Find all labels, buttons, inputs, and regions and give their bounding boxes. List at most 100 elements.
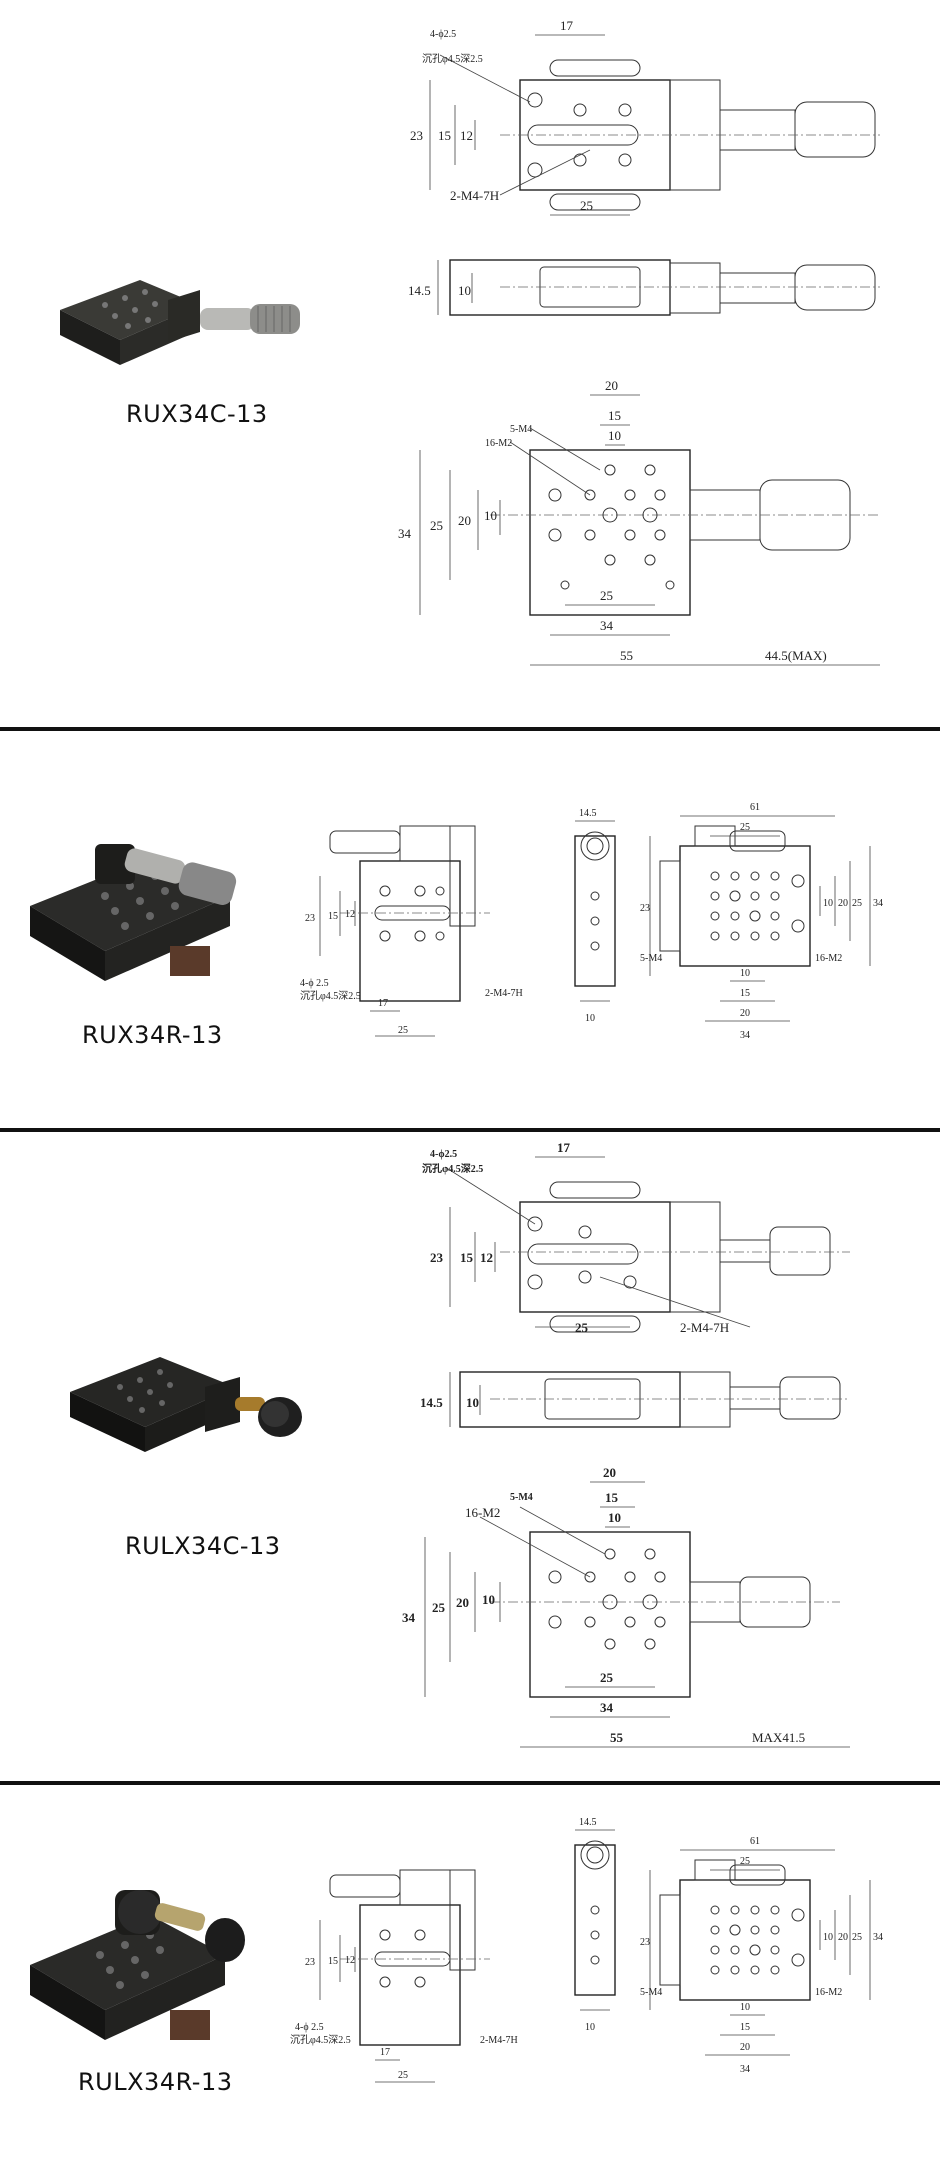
top-view-drawing-rulx34r: 23 15 12 4-ϕ 2.5 沉孔φ4.5深2.5 17 2-M4-7H 2… xyxy=(290,1869,518,2083)
svg-text:20: 20 xyxy=(456,1595,469,1610)
bottom-view-drawing-rulx34c: 20 5-M4 15 16-M2 10 34 25 20 10 25 34 55… xyxy=(402,1465,850,1748)
svg-text:沉孔φ4.5深2.5: 沉孔φ4.5深2.5 xyxy=(422,52,483,65)
svg-text:34: 34 xyxy=(740,2064,750,2075)
svg-text:10: 10 xyxy=(585,1013,595,1024)
svg-text:10: 10 xyxy=(740,968,750,979)
svg-text:25: 25 xyxy=(740,822,750,833)
side-view-drawing-rux34r: 14.5 10 xyxy=(574,808,616,1024)
svg-text:2-M4-7H: 2-M4-7H xyxy=(450,188,499,203)
svg-text:44.5(MAX): 44.5(MAX) xyxy=(765,648,827,663)
svg-text:25: 25 xyxy=(740,1856,750,1867)
svg-text:16-M2: 16-M2 xyxy=(815,1987,842,1998)
svg-text:17: 17 xyxy=(380,2047,390,2058)
svg-text:15: 15 xyxy=(740,988,750,999)
svg-text:10: 10 xyxy=(608,1510,621,1525)
svg-text:5-M4: 5-M4 xyxy=(510,1492,533,1503)
svg-text:61: 61 xyxy=(750,802,760,813)
svg-text:34: 34 xyxy=(873,898,883,909)
model-label-rulx34r: RULX34R-13 xyxy=(78,2068,233,2096)
svg-text:12: 12 xyxy=(345,909,355,920)
svg-text:10: 10 xyxy=(466,1395,479,1410)
svg-text:沉孔φ4.5深2.5: 沉孔φ4.5深2.5 xyxy=(290,2033,351,2046)
svg-text:34: 34 xyxy=(873,1932,883,1943)
side-view-drawing-rulx34r: 14.5 10 xyxy=(574,1817,616,2033)
model-label-rux34r: RUX34R-13 xyxy=(82,1021,223,1049)
svg-text:25: 25 xyxy=(575,1320,589,1335)
top-view-drawing-rux34r: 23 15 12 4-ϕ 2.5 沉孔φ4.5深2.5 17 2-M4-7H 2… xyxy=(300,825,523,1037)
svg-text:2-M4-7H: 2-M4-7H xyxy=(680,1320,729,1335)
svg-text:20: 20 xyxy=(838,898,848,909)
svg-text:20: 20 xyxy=(838,1932,848,1943)
svg-text:20: 20 xyxy=(740,1008,750,1019)
svg-text:16-M2: 16-M2 xyxy=(485,438,512,449)
side-view-drawing-rulx34c: 14.5 10 xyxy=(420,1371,850,1428)
svg-text:15: 15 xyxy=(740,2022,750,2033)
svg-text:MAX41.5: MAX41.5 xyxy=(752,1730,805,1745)
svg-text:10: 10 xyxy=(482,1592,495,1607)
top-view-drawing-rux34c: 17 4-ϕ2.5 沉孔φ4.5深2.5 23 15 12 2-M4-7H 25 xyxy=(410,18,880,216)
svg-text:沉孔φ4.5深2.5: 沉孔φ4.5深2.5 xyxy=(422,1162,483,1175)
product-photo-rux34c xyxy=(60,280,300,365)
section-rux34r: RUX34R-13 23 15 12 4-ϕ 2.5 沉孔φ4.5深2.5 17… xyxy=(0,731,940,1129)
svg-text:20: 20 xyxy=(603,1465,616,1480)
svg-text:25: 25 xyxy=(600,588,613,603)
side-view-drawing-rux34c: 14.5 10 xyxy=(408,259,880,316)
svg-text:23: 23 xyxy=(640,1937,650,1948)
product-photo-rulx34c xyxy=(70,1357,302,1452)
svg-text:10: 10 xyxy=(458,283,471,298)
svg-text:14.5: 14.5 xyxy=(579,1817,597,1828)
svg-text:23: 23 xyxy=(640,903,650,914)
svg-text:34: 34 xyxy=(398,526,412,541)
svg-text:25: 25 xyxy=(398,1025,408,1036)
svg-text:10: 10 xyxy=(740,2002,750,2013)
svg-text:15: 15 xyxy=(608,408,621,423)
svg-text:25: 25 xyxy=(852,1932,862,1943)
svg-text:2-M4-7H: 2-M4-7H xyxy=(480,2035,518,2046)
svg-text:34: 34 xyxy=(402,1610,416,1625)
svg-text:12: 12 xyxy=(345,1955,355,1966)
section-rulx34r: RULX34R-13 23 15 12 4-ϕ 2.5 沉孔φ4.5深2.5 1… xyxy=(0,1785,940,2181)
svg-text:34: 34 xyxy=(740,1030,750,1041)
svg-text:55: 55 xyxy=(610,1730,624,1745)
svg-text:12: 12 xyxy=(480,1250,493,1265)
svg-text:10: 10 xyxy=(608,428,621,443)
svg-text:10: 10 xyxy=(823,1932,833,1943)
svg-text:25: 25 xyxy=(600,1670,614,1685)
svg-text:17: 17 xyxy=(378,998,388,1009)
svg-text:25: 25 xyxy=(398,2070,408,2081)
svg-text:15: 15 xyxy=(460,1250,474,1265)
svg-text:25: 25 xyxy=(432,1600,446,1615)
svg-text:4-ϕ2.5: 4-ϕ2.5 xyxy=(430,29,456,40)
svg-text:14.5: 14.5 xyxy=(420,1395,443,1410)
product-photo-rux34r xyxy=(30,844,237,981)
svg-text:5-M4: 5-M4 xyxy=(510,424,532,435)
svg-text:23: 23 xyxy=(305,1957,315,1968)
svg-text:55: 55 xyxy=(620,648,633,663)
section-divider xyxy=(0,727,940,731)
svg-text:4-ϕ2.5: 4-ϕ2.5 xyxy=(430,1149,457,1160)
svg-text:10: 10 xyxy=(823,898,833,909)
bottom-view-drawing-rux34r: 61 25 23 10 20 25 34 5-M4 16-M2 10 15 20… xyxy=(640,802,883,1041)
svg-text:23: 23 xyxy=(430,1250,444,1265)
bottom-view-drawing-rux34c: 20 5-M4 15 16-M2 10 34 25 20 10 25 34 55… xyxy=(398,378,880,666)
bottom-view-drawing-rulx34r: 61 25 23 10 20 25 34 5-M4 16-M2 10 15 20… xyxy=(640,1836,883,2075)
section-divider xyxy=(0,1128,940,1132)
svg-text:15: 15 xyxy=(438,128,451,143)
svg-text:25: 25 xyxy=(430,518,443,533)
svg-text:14.5: 14.5 xyxy=(579,808,597,819)
svg-text:20: 20 xyxy=(605,378,618,393)
svg-text:23: 23 xyxy=(305,913,315,924)
top-view-drawing-rulx34c: 17 4-ϕ2.5 沉孔φ4.5深2.5 23 15 12 25 2-M4-7H xyxy=(422,1140,850,1335)
svg-text:16-M2: 16-M2 xyxy=(815,953,842,964)
model-label-rux34c: RUX34C-13 xyxy=(126,400,268,428)
section-divider xyxy=(0,1781,940,1785)
svg-text:34: 34 xyxy=(600,618,614,633)
svg-text:34: 34 xyxy=(600,1700,614,1715)
svg-text:4-ϕ 2.5: 4-ϕ 2.5 xyxy=(295,2022,324,2033)
svg-text:25: 25 xyxy=(580,198,593,213)
svg-text:12: 12 xyxy=(460,128,473,143)
svg-text:15: 15 xyxy=(328,911,338,922)
section-rux34c: RUX34C-13 17 4-ϕ2.5 沉孔φ4.5深2.5 23 15 12 … xyxy=(0,0,940,730)
svg-text:5-M4: 5-M4 xyxy=(640,953,662,964)
svg-text:25: 25 xyxy=(852,898,862,909)
